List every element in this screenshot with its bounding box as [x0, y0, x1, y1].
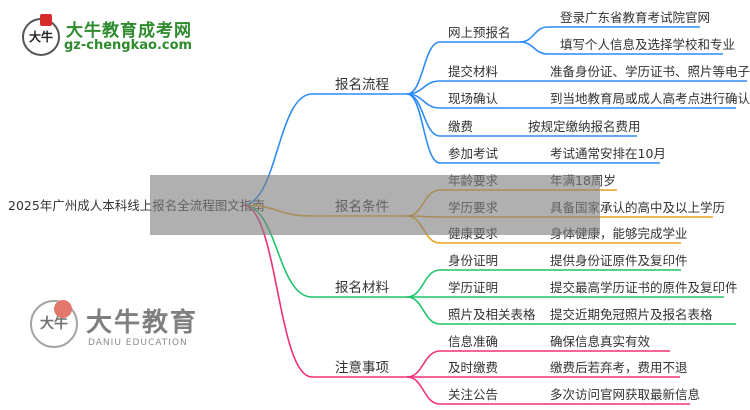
- branch-node: 报名条件: [335, 198, 389, 215]
- topic-node: 提交材料: [448, 64, 499, 79]
- leaf-link: [519, 26, 700, 43]
- topic-node: 关注公告: [448, 387, 498, 402]
- root-node: 2025年广州成人本科线上报名全流程图文指南: [8, 198, 265, 213]
- leaf-node: 按规定缴纳报名费用: [528, 119, 641, 134]
- topic-node: 学历要求: [448, 200, 499, 215]
- branch-node: 注意事项: [335, 359, 389, 376]
- site-logo[interactable]: 大牛 大牛教育成考网 gz-chengkao.com: [20, 12, 192, 58]
- logo-title: 大牛教育成考网: [66, 21, 192, 41]
- leaf-node: 填写个人信息及选择学校和专业: [560, 37, 735, 52]
- topic-link: [406, 41, 520, 95]
- leaf-node: 准备身份证、学历证书、照片等电子版: [550, 64, 750, 79]
- topic-node: 现场确认: [448, 91, 499, 106]
- watermark-seal-icon: [54, 300, 72, 318]
- leaf-node: 提交最高学历证书的原件及复印件: [550, 280, 738, 295]
- leaf-node: 登录广东省教育考试院官网: [560, 10, 710, 25]
- topic-node: 照片及相关表格: [448, 307, 536, 322]
- topic-link: [406, 296, 736, 325]
- topic-node: 学历证明: [448, 280, 498, 295]
- watermark-subtitle: DANIU EDUCATION: [88, 338, 188, 348]
- branch-link: [242, 93, 407, 206]
- leaf-node: 年满18周岁: [550, 173, 616, 188]
- watermark: 大牛 大牛教育 DANIU EDUCATION: [30, 300, 230, 356]
- leaf-node: 考试通常安排在10月: [550, 146, 666, 161]
- leaf-node: 确保信息真实有效: [550, 334, 651, 349]
- leaf-node: 多次访问官网获取最新信息: [550, 387, 700, 402]
- logo-seal-icon: [40, 14, 52, 26]
- branch-node: 报名材料: [335, 280, 389, 296]
- watermark-title: 大牛教育: [86, 308, 199, 338]
- topic-link: [406, 269, 681, 298]
- topic-link: [406, 93, 660, 164]
- topic-link: [406, 350, 670, 378]
- leaf-node: 提交近期免冠照片及报名表格: [550, 307, 713, 322]
- leaf-node: 身体健康，能够完成学业: [550, 226, 688, 241]
- topic-node: 健康要求: [448, 226, 499, 241]
- topic-node: 年龄要求: [448, 173, 499, 188]
- topic-link: [406, 215, 713, 218]
- topic-node: 信息准确: [448, 334, 498, 349]
- leaf-node: 提供身份证原件及复印件: [550, 253, 688, 268]
- leaf-link: [519, 41, 723, 55]
- topic-node: 网上预报名: [448, 25, 511, 40]
- topic-node: 缴费: [448, 119, 473, 134]
- topic-node: 参加考试: [448, 146, 499, 161]
- topic-node: 身份证明: [448, 253, 498, 268]
- leaf-node: 到当地教育局或成人高考点进行确认: [550, 91, 750, 106]
- logo-url: gz-chengkao.com: [64, 38, 193, 53]
- leaf-node: 缴费后若弃考，费用不退: [550, 360, 688, 375]
- topic-node: 及时缴费: [448, 360, 498, 375]
- topic-link: [406, 376, 690, 405]
- topic-link: [406, 80, 747, 95]
- leaf-node: 具备国家承认的高中及以上学历: [550, 200, 725, 215]
- branch-node: 报名流程: [335, 77, 389, 93]
